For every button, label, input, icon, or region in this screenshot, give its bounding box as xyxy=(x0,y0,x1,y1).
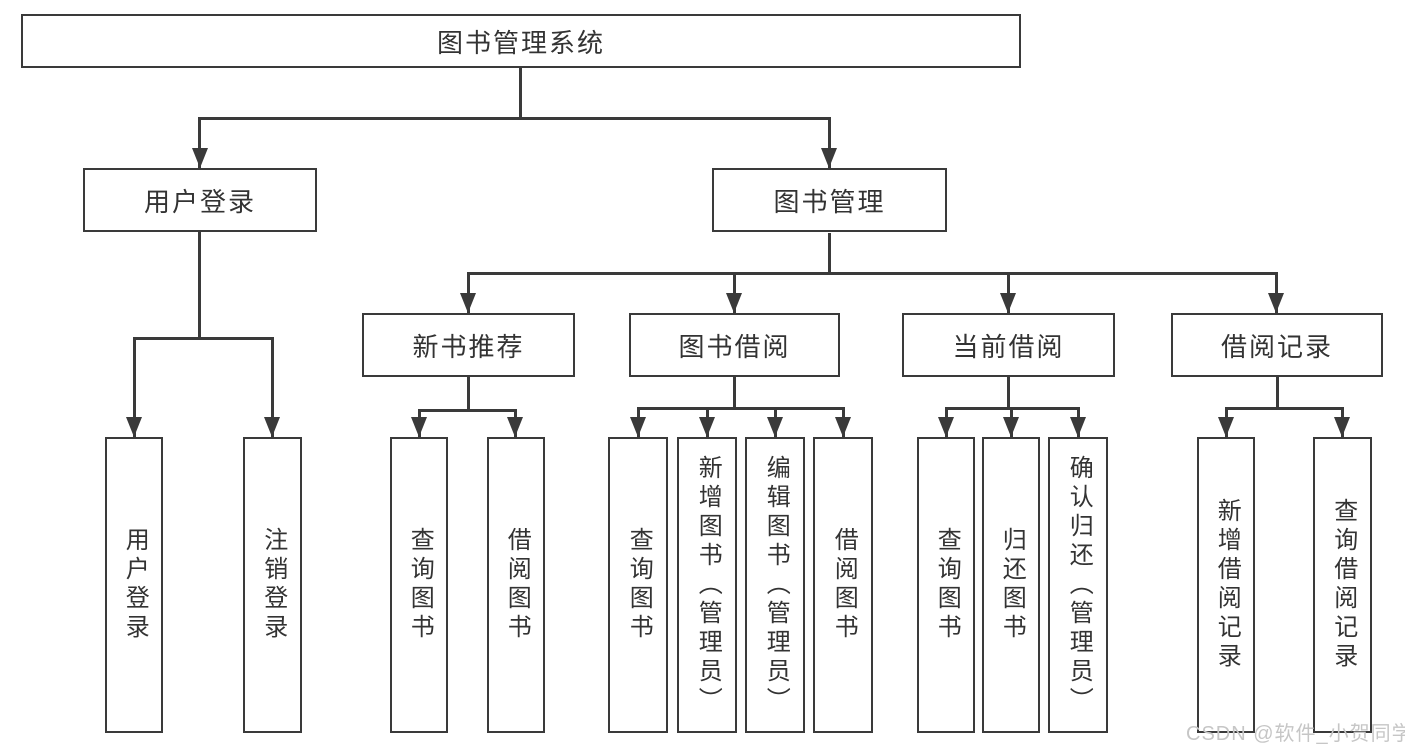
arrow-down-icon xyxy=(507,417,523,437)
leaf-label: 查询图书 xyxy=(625,527,653,643)
leaf-borrow-edit-book-admin: 编辑图书（管理员） xyxy=(745,437,805,733)
connector-line xyxy=(271,337,274,437)
leaf-label: 查询图书 xyxy=(406,527,434,643)
connector-line xyxy=(1225,407,1344,410)
leaf-label: 确认归还（管理员） xyxy=(1065,454,1093,716)
arrow-down-icon xyxy=(411,417,427,437)
leaf-logout: 注销登录 xyxy=(243,437,302,733)
leaf-label: 编辑图书（管理员） xyxy=(762,454,790,716)
connector-line xyxy=(1007,377,1010,407)
arrow-down-icon xyxy=(1070,417,1086,437)
node-new-book-recommend: 新书推荐 xyxy=(362,313,575,377)
node-user-login: 用户登录 xyxy=(83,168,317,232)
connector-line xyxy=(198,232,201,337)
leaf-borrow-add-book-admin: 新增图书（管理员） xyxy=(677,437,737,733)
leaf-records-query-record: 查询借阅记录 xyxy=(1313,437,1372,733)
arrow-down-icon xyxy=(264,417,280,437)
connector-line xyxy=(133,337,136,437)
leaf-current-confirm-return-admin: 确认归还（管理员） xyxy=(1048,437,1108,733)
node-library-management-system: 图书管理系统 xyxy=(21,14,1021,68)
connector-line xyxy=(733,377,736,407)
connector-line xyxy=(198,117,201,168)
arrow-down-icon xyxy=(1218,417,1234,437)
connector-line xyxy=(467,272,1278,275)
connector-line xyxy=(828,117,831,168)
leaf-records-add-record: 新增借阅记录 xyxy=(1197,437,1255,733)
arrow-down-icon xyxy=(630,417,646,437)
leaf-recommend-borrow-book: 借阅图书 xyxy=(487,437,545,733)
arrow-down-icon xyxy=(726,293,742,313)
leaf-label: 注销登录 xyxy=(259,527,287,643)
connector-line xyxy=(198,117,831,120)
arrow-down-icon xyxy=(821,148,837,168)
connector-line xyxy=(733,272,736,313)
leaf-user-login: 用户登录 xyxy=(105,437,163,733)
arrow-down-icon xyxy=(1000,293,1016,313)
leaf-borrow-borrow-book: 借阅图书 xyxy=(813,437,873,733)
watermark: CSDN @软件_小贺同学 xyxy=(1186,723,1405,745)
connector-line xyxy=(519,68,522,117)
connector-line xyxy=(828,233,831,272)
leaf-label: 查询图书 xyxy=(933,527,961,643)
connector-line xyxy=(467,272,470,313)
connector-line xyxy=(1007,272,1010,313)
connector-line xyxy=(133,337,274,340)
leaf-label: 新增图书（管理员） xyxy=(694,454,722,716)
leaf-label: 用户登录 xyxy=(121,527,149,643)
leaf-current-return-book: 归还图书 xyxy=(982,437,1040,733)
leaf-label: 借阅图书 xyxy=(503,527,531,643)
node-book-management: 图书管理 xyxy=(712,168,947,232)
connector-line xyxy=(467,377,470,409)
arrow-down-icon xyxy=(192,148,208,168)
arrow-down-icon xyxy=(1268,293,1284,313)
node-borrow-records: 借阅记录 xyxy=(1171,313,1383,377)
connector-line xyxy=(1275,272,1278,313)
leaf-label: 归还图书 xyxy=(998,527,1026,643)
arrow-down-icon xyxy=(767,417,783,437)
leaf-label: 新增借阅记录 xyxy=(1213,498,1241,672)
leaf-current-query-book: 查询图书 xyxy=(917,437,975,733)
arrow-down-icon xyxy=(699,417,715,437)
leaf-label: 借阅图书 xyxy=(830,527,858,643)
arrow-down-icon xyxy=(1334,417,1350,437)
arrow-down-icon xyxy=(835,417,851,437)
connector-line xyxy=(418,409,517,412)
connector-line xyxy=(637,407,845,410)
arrow-down-icon xyxy=(460,293,476,313)
leaf-recommend-query-book: 查询图书 xyxy=(390,437,448,733)
arrow-down-icon xyxy=(938,417,954,437)
connector-line xyxy=(1276,377,1279,407)
arrow-down-icon xyxy=(1003,417,1019,437)
node-book-borrow: 图书借阅 xyxy=(629,313,840,377)
leaf-borrow-query-book: 查询图书 xyxy=(608,437,668,733)
arrow-down-icon xyxy=(126,417,142,437)
node-current-borrow: 当前借阅 xyxy=(902,313,1115,377)
leaf-label: 查询借阅记录 xyxy=(1329,498,1357,672)
